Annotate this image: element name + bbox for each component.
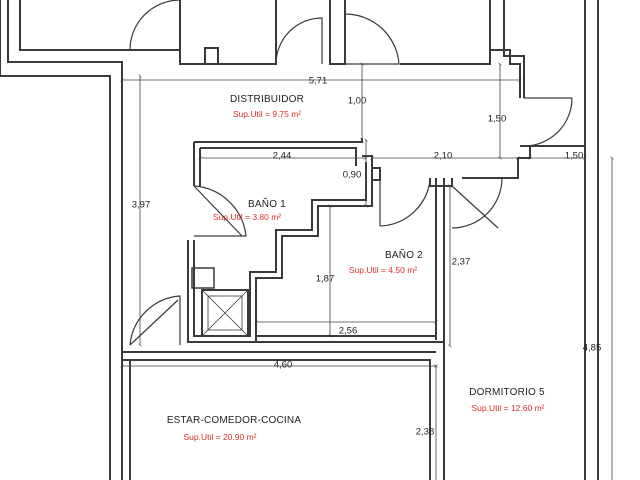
room-name-distribuidor: DISTRIBUIDOR — [229, 94, 305, 105]
walls — [0, 0, 599, 480]
dim-label-4-85: 4,85 — [582, 342, 602, 354]
wall-right-jamb — [462, 145, 531, 179]
door-arc-right — [523, 97, 573, 147]
wall-top-left-room-outer — [0, 0, 111, 480]
bano2-right-top — [429, 178, 453, 187]
bano2-top-stub — [372, 167, 381, 181]
door-leaf-bano1 — [193, 185, 243, 237]
wall-top-left-room — [7, 0, 123, 480]
door-leaf-dormitorio — [451, 185, 499, 229]
door-arc-estar — [129, 295, 181, 346]
room-name-bano2: BAÑO 2 — [385, 250, 423, 261]
shower-tray — [201, 289, 249, 337]
dimension-lines — [120, 62, 614, 480]
wall-top-right-room — [329, 0, 346, 65]
door-leaf-estar — [129, 299, 179, 346]
dim-label-0-90: 0,90 — [342, 169, 362, 181]
doors — [129, 0, 573, 346]
dim-label-2-44: 2,44 — [272, 150, 292, 162]
column — [191, 267, 215, 289]
wall-top-left-room-inner — [19, 0, 181, 51]
room-area-bano2: Sup.Util = 4.50 m² — [348, 264, 418, 275]
door-arc-dormitorio — [451, 177, 503, 229]
wall-top-right-room4 — [503, 0, 525, 98]
dim-label-3-97: 3,97 — [131, 199, 151, 211]
dim-label-4-60: 4,60 — [273, 359, 293, 371]
lower-walls — [121, 345, 445, 480]
dim-label-2-37: 2,37 — [451, 256, 471, 268]
dim-label-1-00: 1,00 — [347, 95, 367, 107]
room-name-bano1: BAÑO 1 — [248, 199, 286, 210]
room-area-distribuidor: Sup.Util = 9.75 m² — [232, 108, 302, 119]
dim-label-1-50a: 1,50 — [487, 113, 507, 125]
wall-top-right-room3 — [490, 49, 521, 98]
dim-label-2-56: 2,56 — [338, 325, 358, 337]
room-area-bano1: Sup.Util = 3.80 m² — [212, 211, 282, 222]
room-name-estar: ESTAR-COMEDOR-COCINA — [166, 415, 302, 426]
shower-tray-inner — [207, 295, 243, 331]
dim-label-2-38: 2,38 — [415, 426, 435, 438]
door-arc-bano1 — [193, 185, 247, 237]
bathroom-walls — [187, 138, 453, 346]
door-arc-topright — [344, 13, 400, 65]
wall-top-mid-stub2 — [204, 47, 219, 64]
door-arc-topmid — [275, 17, 323, 65]
shower-tray-diag2 — [201, 289, 249, 337]
dim-label-1-87: 1,87 — [315, 273, 335, 285]
room-area-estar: Sup.Util = 20.90 m² — [183, 431, 257, 442]
wall-top-mid-stub — [179, 0, 277, 65]
door-arc-topleft — [129, 0, 181, 51]
room-area-dormitorio5: Sup.Util = 12.60 m² — [471, 402, 545, 413]
door-arc-bano2 — [379, 179, 431, 227]
bano2-right-wall — [435, 178, 445, 346]
bano1-top-left — [193, 142, 201, 186]
wall-top-right-room2 — [400, 0, 491, 65]
room-name-dormitorio5: DORMITORIO 5 — [469, 387, 545, 398]
estar-left-wall-stub — [121, 345, 130, 361]
dim-label-1-50b: 1,50 — [564, 150, 584, 162]
dim-label-5-71: 5,71 — [308, 75, 328, 87]
estar-top-wall-inner — [130, 359, 431, 480]
bano2-bottom-wall — [256, 335, 444, 343]
dim-label-2-10: 2,10 — [433, 150, 453, 162]
